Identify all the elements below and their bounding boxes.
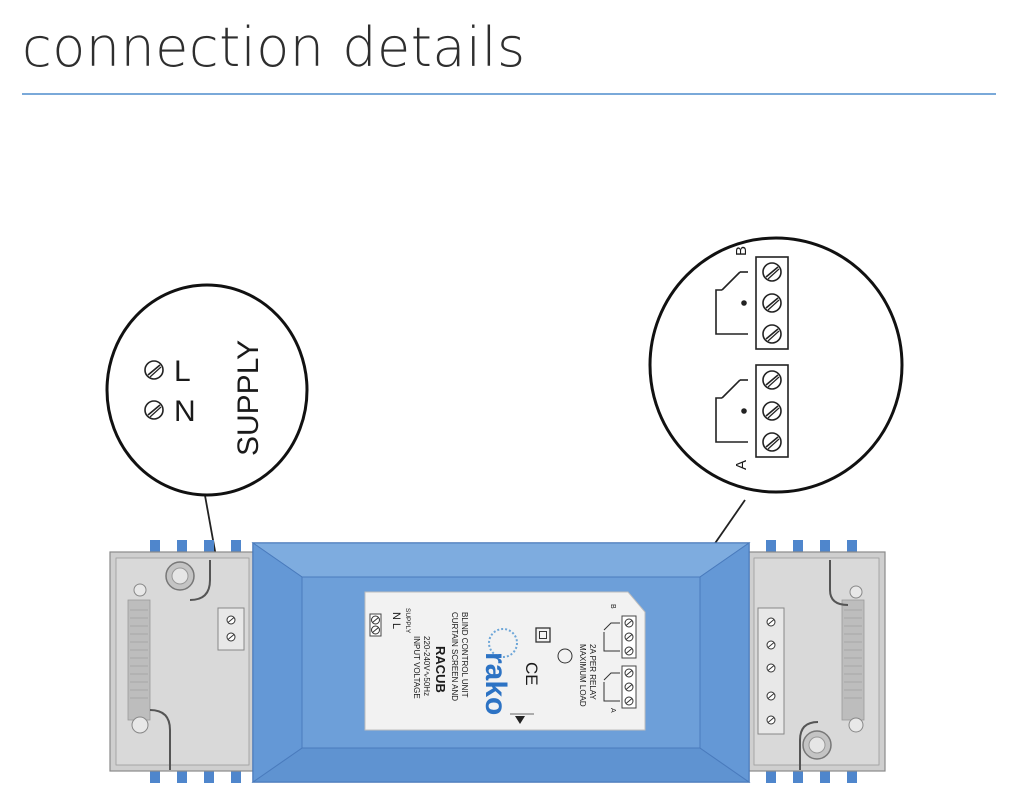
relay-b-label: B	[733, 246, 750, 256]
device-supply-small: SUPPLY	[404, 608, 411, 634]
direction-arrow-icon	[515, 716, 525, 724]
description-line-2: BLIND CONTROL UNIT	[460, 612, 469, 698]
description-line-1: CURTAIN SCREEN AND	[450, 612, 459, 701]
max-load-value: 2A PER RELAY	[588, 644, 597, 701]
approval-mark-icon	[557, 648, 573, 664]
device-relay-a-small: A	[609, 708, 616, 713]
supply-callout-circle	[105, 283, 309, 497]
title-divider	[22, 93, 996, 95]
model-name: RACUB	[433, 646, 448, 693]
terminal-l-label: L	[174, 355, 191, 388]
racub-device: N L SUPPLY INPUT VOLTAGE 220-240V∿50Hz R…	[109, 540, 886, 783]
supply-label: SUPPLY	[232, 340, 265, 456]
ce-mark: CE	[522, 662, 541, 686]
page-title: connection details	[22, 16, 526, 79]
product-label: N L SUPPLY INPUT VOLTAGE 220-240V∿50Hz R…	[364, 591, 646, 731]
rako-logo-icon	[488, 628, 518, 658]
input-voltage-label: INPUT VOLTAGE	[412, 636, 421, 699]
relay-callout: B A	[648, 236, 904, 494]
device-terminals-label: N L	[390, 612, 402, 629]
terminal-n-label: N	[174, 395, 196, 428]
input-voltage-value: 220-240V∿50Hz	[422, 636, 431, 696]
max-load-label: MAXIMUM LOAD	[578, 644, 587, 707]
screw-l-icon	[144, 360, 164, 380]
device-relay-b-small: B	[609, 604, 616, 609]
double-insulation-icon	[535, 627, 551, 643]
left-end-cap	[109, 551, 256, 772]
relay-a-switch-icon	[715, 379, 748, 443]
brand-logo-text: rako	[479, 652, 512, 715]
relay-a-label: A	[733, 460, 750, 470]
right-end-cap	[747, 551, 886, 772]
supply-callout: L N SUPPLY	[105, 283, 309, 497]
screw-n-icon	[144, 400, 164, 420]
relay-b-switch-icon	[715, 271, 748, 335]
